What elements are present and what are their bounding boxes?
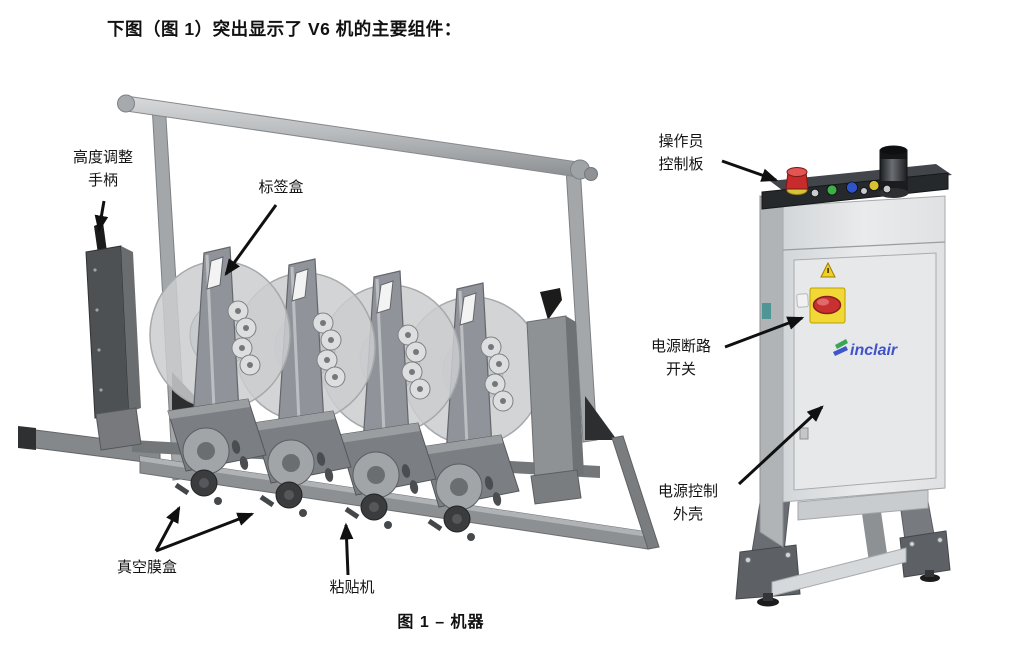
silver-button (810, 188, 820, 198)
callout-applicator: 粘贴机 (292, 577, 412, 600)
callout-operator-panel-line2: 控制板 (658, 157, 704, 173)
arrow-enclosure (737, 405, 824, 486)
callout-vacuum-box: 真空膜盒 (87, 557, 207, 580)
callout-disconnect-line1: 电源断路 (650, 339, 711, 355)
callout-disconnect-line2: 开关 (665, 362, 696, 378)
callout-label-box: 标签盒 (221, 177, 341, 200)
arrow-label-box (224, 204, 278, 276)
figure-caption: 图 1 – 机器 (397, 614, 485, 631)
callout-enclosure-line2: 外壳 (672, 507, 703, 523)
callout-height-handle-line2: 手柄 (87, 173, 118, 189)
callout-operator-panel-line1: 操作员 (658, 134, 704, 150)
warning-triangle-icon (820, 261, 836, 278)
silver-button (860, 187, 868, 195)
cabinet-illustration: inclair (735, 145, 952, 607)
height-adjust-column (85, 222, 142, 451)
beacon-light (878, 145, 909, 198)
blue-button (846, 181, 859, 194)
silver-button (882, 184, 892, 194)
emergency-stop-button (785, 167, 809, 195)
arrow-vacuum-box-left (154, 505, 181, 552)
green-button (826, 184, 838, 196)
callout-enclosure-line1: 电源控制 (657, 484, 718, 500)
callout-applicator-text: 粘贴机 (329, 580, 375, 596)
power-disconnect-switch (796, 287, 846, 324)
cabinet-body (759, 195, 946, 548)
machine-illustration (18, 94, 660, 550)
door-latch (799, 427, 809, 440)
callout-height-handle-line1: 高度调整 (72, 150, 133, 166)
side-sticker (762, 303, 771, 319)
callout-height-handle: 高度调整 手柄 (43, 147, 163, 193)
arrow-applicator (339, 522, 354, 576)
yellow-button (868, 180, 880, 191)
operator-control-panel (761, 145, 952, 210)
logo-text: inclair (850, 342, 898, 359)
right-adjust-column (526, 288, 584, 505)
door-handle (796, 293, 809, 308)
callout-arrows (94, 159, 824, 576)
sinclair-logo: inclair (833, 339, 898, 359)
arrow-vacuum-box-right (155, 512, 255, 553)
callout-label-box-text: 标签盒 (258, 180, 304, 196)
callout-vacuum-box-text: 真空膜盒 (116, 560, 177, 576)
arrow-operator-panel (721, 159, 779, 182)
arrow-disconnect-switch (724, 316, 805, 349)
callout-disconnect-switch: 电源断路 开关 (621, 336, 741, 382)
arrow-height-handle (94, 200, 109, 233)
callout-operator-panel: 操作员 控制板 (621, 131, 741, 177)
callout-enclosure: 电源控制 外壳 (628, 481, 748, 527)
gantry-bar (117, 94, 598, 181)
page-title: 下图（图 1）突出显示了 V6 机的主要组件： (107, 19, 462, 39)
